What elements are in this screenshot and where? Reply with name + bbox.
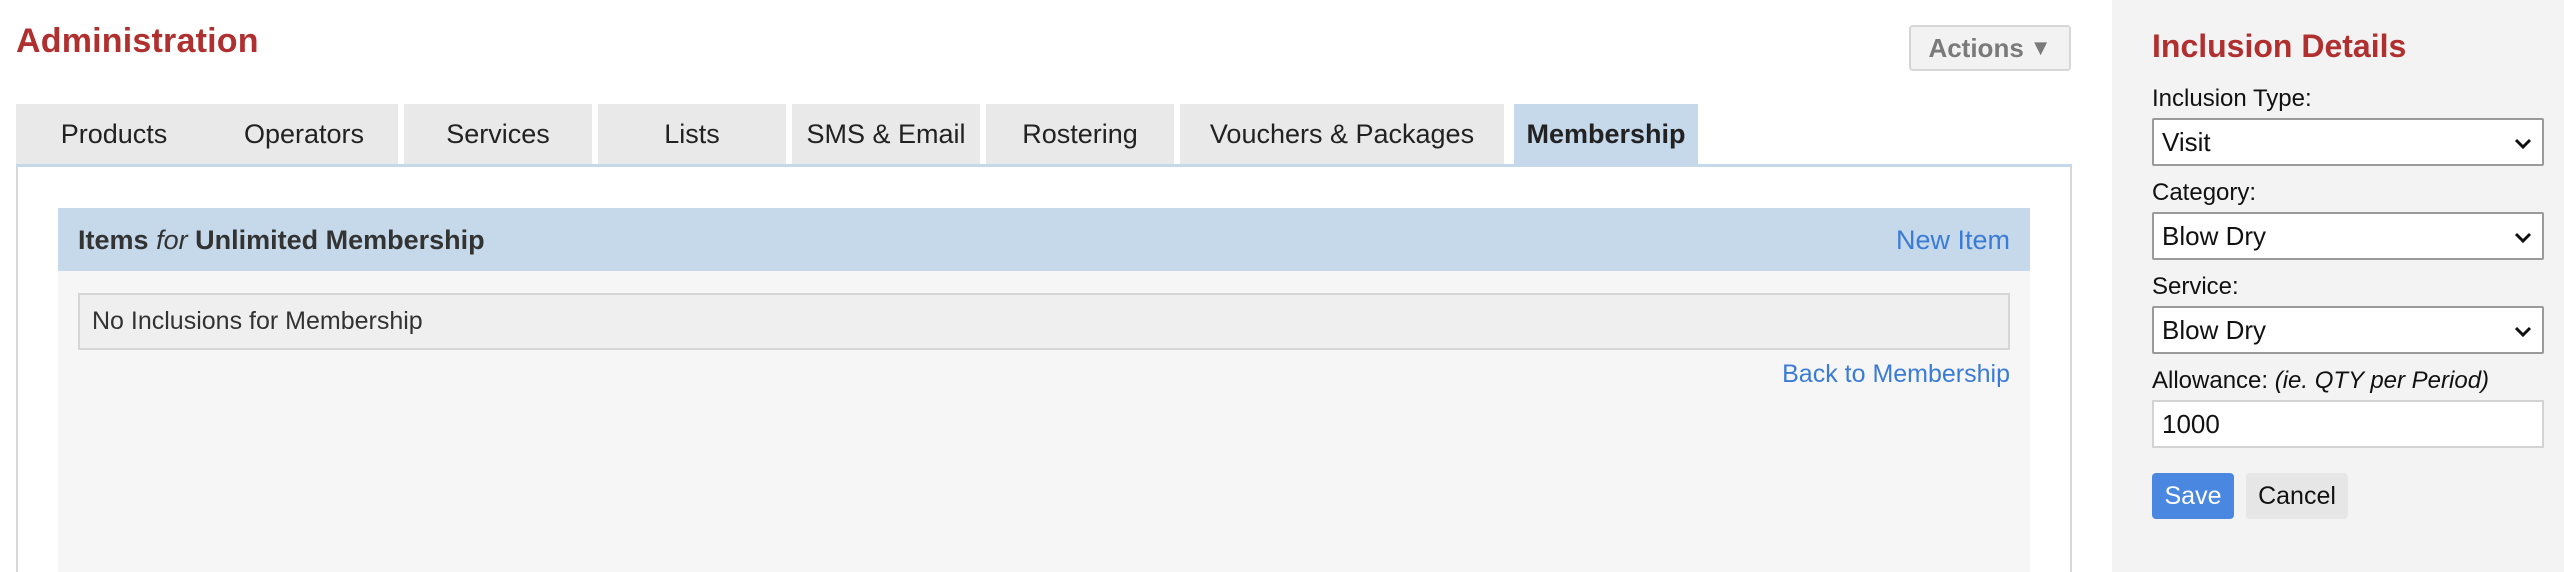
actions-button[interactable]: Actions ▼ xyxy=(1909,25,2071,71)
cancel-button[interactable]: Cancel xyxy=(2246,473,2348,519)
tab-products[interactable]: Products xyxy=(16,104,212,164)
tab-label: SMS & Email xyxy=(806,118,966,149)
items-title-name: Unlimited Membership xyxy=(195,225,485,255)
page-title: Administration xyxy=(16,22,259,60)
service-value: Blow Dry xyxy=(2162,314,2267,345)
allowance-value: 1000 xyxy=(2162,408,2220,439)
tab-label: Products xyxy=(60,118,168,149)
items-box: Items for Unlimited Membership New Item … xyxy=(58,208,2030,572)
new-item-link[interactable]: New Item xyxy=(1895,225,2010,255)
inclusion-type-value: Visit xyxy=(2162,126,2211,157)
category-value: Blow Dry xyxy=(2162,220,2267,251)
tab-underline xyxy=(16,164,2072,167)
actions-label: Actions xyxy=(1928,32,2024,63)
service-label: Service: xyxy=(2152,273,2239,300)
empty-inclusions-message: No Inclusions for Membership xyxy=(78,293,2010,350)
allowance-label: Allowance: (ie. QTY per Period) xyxy=(2152,367,2489,395)
items-header: Items for Unlimited Membership New Item xyxy=(58,208,2030,271)
caret-down-icon: ▼ xyxy=(2029,35,2052,60)
items-title-for: for xyxy=(156,225,188,255)
tab-label: Lists xyxy=(664,118,720,149)
allowance-hint: (ie. QTY per Period) xyxy=(2274,367,2490,394)
category-select[interactable]: Blow Dry xyxy=(2152,212,2544,260)
items-title-prefix: Items xyxy=(78,225,149,255)
tab-operators[interactable]: Operators xyxy=(210,104,398,164)
admin-main: Administration Actions ▼ Products Operat… xyxy=(16,22,2072,572)
tab-vouchers-packages[interactable]: Vouchers & Packages xyxy=(1180,104,1504,164)
tab-label: Membership xyxy=(1526,118,1686,149)
tab-sms-email[interactable]: SMS & Email xyxy=(792,104,980,164)
chevron-down-icon xyxy=(2514,326,2532,338)
tab-label: Vouchers & Packages xyxy=(1209,118,1475,149)
allowance-label-text: Allowance: xyxy=(2152,367,2269,394)
tab-services[interactable]: Services xyxy=(404,104,592,164)
category-label: Category: xyxy=(2152,179,2257,206)
tab-label: Rostering xyxy=(1022,118,1138,149)
chevron-down-icon xyxy=(2514,232,2532,244)
chevron-down-icon xyxy=(2514,138,2532,150)
inclusion-type-select[interactable]: Visit xyxy=(2152,118,2544,166)
service-select[interactable]: Blow Dry xyxy=(2152,306,2544,354)
back-to-membership-link[interactable]: Back to Membership xyxy=(1782,360,2010,388)
inclusion-details-sidebar: Inclusion Details Inclusion Type: Visit … xyxy=(2112,0,2564,572)
allowance-input[interactable]: 1000 xyxy=(2152,400,2544,448)
items-title: Items for Unlimited Membership xyxy=(78,225,485,256)
tab-label: Services xyxy=(446,118,550,149)
inclusion-type-label: Inclusion Type: xyxy=(2152,85,2312,112)
sidebar-title: Inclusion Details xyxy=(2152,28,2407,64)
tab-membership[interactable]: Membership xyxy=(1514,104,1698,164)
tab-label: Operators xyxy=(243,118,365,149)
save-button[interactable]: Save xyxy=(2152,473,2234,519)
tab-rostering[interactable]: Rostering xyxy=(986,104,1174,164)
tab-lists[interactable]: Lists xyxy=(598,104,786,164)
